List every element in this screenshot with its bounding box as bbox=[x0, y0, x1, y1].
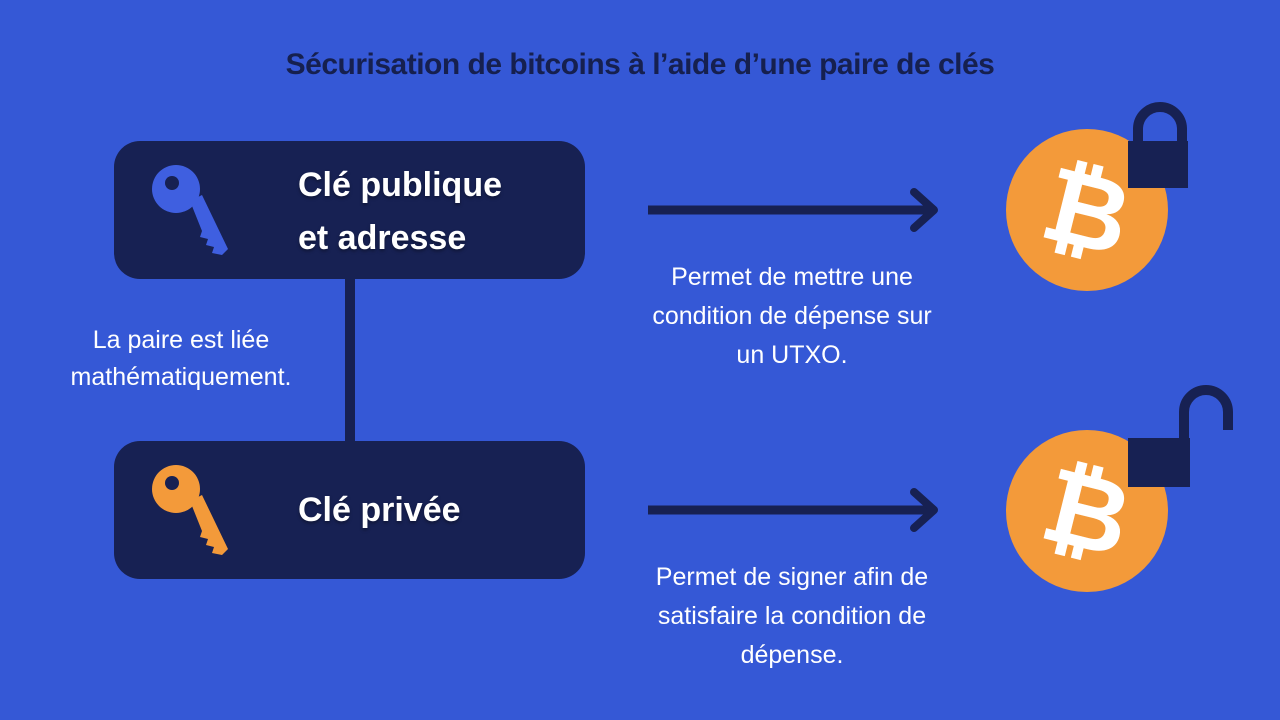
padlock-locked-icon bbox=[1128, 102, 1188, 188]
arrow-right-icon bbox=[648, 188, 938, 232]
padlock-unlocked-icon bbox=[1128, 385, 1233, 487]
key-icon bbox=[152, 165, 228, 255]
page-title: Sécurisation de bitcoins à l’aide d’une … bbox=[285, 48, 995, 81]
private-key-description: Permet de signer afin de satisfaire la c… bbox=[655, 563, 929, 669]
private-key-label: Clé privée bbox=[298, 491, 461, 529]
unlocked-bitcoin-icon: ₿ bbox=[1006, 385, 1233, 592]
arrow-right-icon bbox=[648, 488, 938, 532]
private-key-box: Clé privée bbox=[114, 441, 585, 579]
key-icon bbox=[152, 465, 228, 555]
locked-bitcoin-icon: ₿ bbox=[1006, 102, 1188, 291]
public-key-label-line1: Clé publique bbox=[298, 166, 502, 204]
pair-link-note: La paire est liée mathématiquement. bbox=[70, 326, 292, 391]
pair-connector-line bbox=[345, 279, 355, 441]
public-key-box: Clé publique et adresse bbox=[114, 141, 585, 279]
public-key-label-line2: et adresse bbox=[298, 219, 467, 257]
public-key-description: Permet de mettre une condition de dépens… bbox=[652, 263, 932, 369]
